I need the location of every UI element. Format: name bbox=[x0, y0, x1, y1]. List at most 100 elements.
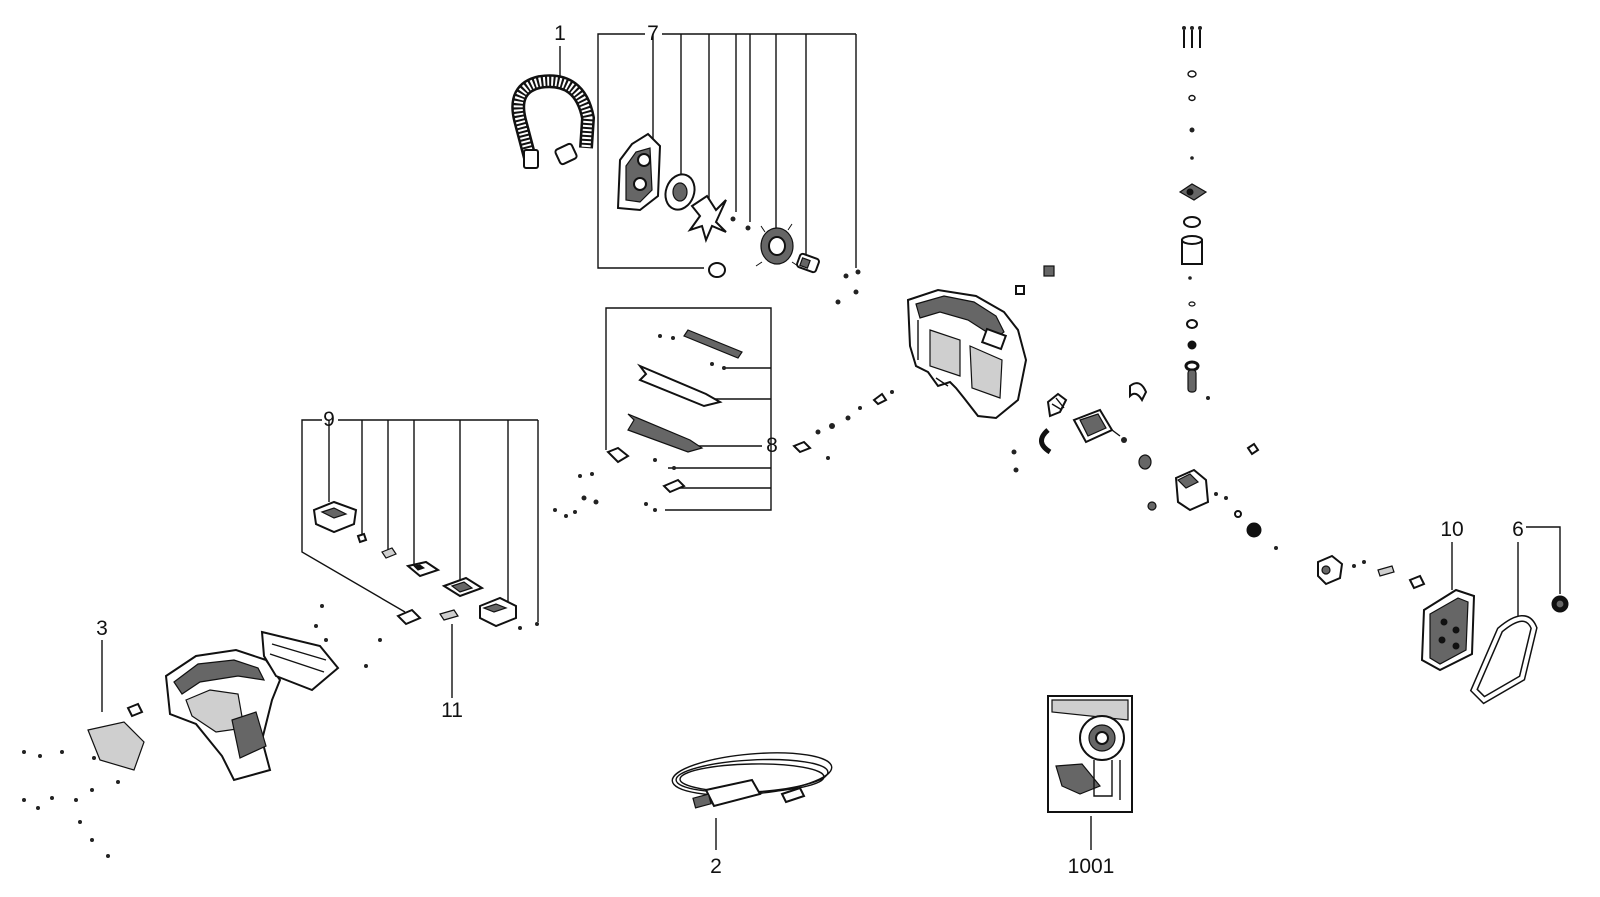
callout-8: 8 bbox=[766, 434, 778, 457]
screw-7e bbox=[853, 289, 859, 295]
cable-hook bbox=[1039, 428, 1052, 455]
screws-top bbox=[1182, 26, 1202, 48]
screw-8h bbox=[653, 508, 657, 512]
guide-rail bbox=[636, 363, 723, 408]
screw-7c bbox=[843, 273, 849, 279]
cylinder-cover-right bbox=[1317, 554, 1344, 586]
o-ring-7 bbox=[708, 262, 726, 278]
main-housing bbox=[906, 288, 1028, 420]
screws-left-cluster bbox=[22, 750, 120, 858]
seal-strip-top bbox=[683, 329, 743, 359]
screw-r1 bbox=[1214, 492, 1218, 496]
callout-11: 11 bbox=[441, 699, 463, 722]
small-parts-center bbox=[792, 390, 894, 460]
screw-8f bbox=[672, 466, 676, 470]
callout-1: 1 bbox=[554, 22, 566, 45]
callout-2: 2 bbox=[710, 855, 722, 878]
callout-9: 9 bbox=[323, 408, 335, 431]
gear-wheel bbox=[1246, 522, 1262, 538]
screw-r5 bbox=[1362, 560, 1366, 564]
screws-middle-left bbox=[314, 604, 382, 668]
electric-motor bbox=[1072, 408, 1121, 444]
crank-washer bbox=[1147, 501, 1157, 511]
callout-1001: 1001 bbox=[1068, 855, 1115, 878]
clip-r-top bbox=[1246, 442, 1260, 456]
screw-8b bbox=[671, 336, 675, 340]
bearing bbox=[1138, 454, 1152, 470]
pin-stack bbox=[1206, 396, 1210, 400]
screw-8c bbox=[710, 362, 714, 366]
screw-7a bbox=[730, 216, 736, 222]
hose-part-1 bbox=[511, 74, 596, 169]
cylinder-sleeve bbox=[1181, 235, 1203, 265]
switch-spring bbox=[356, 532, 368, 544]
small-clip-8 bbox=[606, 446, 630, 464]
small-screws-cluster-left bbox=[553, 472, 599, 518]
switch-unit bbox=[312, 500, 358, 534]
screw-r3 bbox=[1274, 546, 1278, 550]
clip-r bbox=[1408, 574, 1426, 590]
screw-9b bbox=[518, 626, 522, 630]
screw-motor-b bbox=[1011, 449, 1017, 455]
ring-stack-1 bbox=[1187, 70, 1197, 78]
callout-10: 10 bbox=[1440, 518, 1463, 541]
washer-r bbox=[1234, 510, 1242, 518]
ring-stack-5 bbox=[1184, 360, 1200, 372]
callout-3: 3 bbox=[96, 617, 108, 640]
ring-stack-4 bbox=[1186, 319, 1198, 329]
strap-loop-part-6 bbox=[1469, 615, 1538, 705]
screw-8a bbox=[658, 334, 662, 338]
pump-fan-wheel bbox=[687, 194, 727, 243]
screw-motor-a bbox=[1121, 437, 1127, 443]
label-11 bbox=[439, 609, 459, 621]
latch-9 bbox=[396, 608, 422, 626]
screw-7b bbox=[745, 225, 751, 231]
motor-clip bbox=[1129, 382, 1148, 403]
label-sheet-1001 bbox=[1047, 695, 1133, 813]
pump-housing-cover bbox=[616, 132, 662, 212]
leader-9 bbox=[301, 419, 539, 622]
clip-left-housing bbox=[126, 702, 144, 718]
ball-stack-1 bbox=[1189, 127, 1195, 133]
circuit-board-small bbox=[405, 560, 441, 578]
side-cover-part-10 bbox=[1420, 588, 1476, 672]
ring-stack-3 bbox=[1188, 301, 1196, 307]
screw-r4 bbox=[1352, 564, 1356, 568]
crank-housing bbox=[1174, 468, 1210, 512]
screw-8e bbox=[653, 458, 657, 462]
cover-part-3 bbox=[87, 721, 145, 771]
car-adapter-cable bbox=[671, 752, 833, 809]
piston-cap bbox=[1187, 340, 1197, 350]
battery-housing-left bbox=[164, 648, 282, 782]
battery-contact bbox=[441, 576, 485, 598]
grille-plate bbox=[627, 413, 704, 453]
ball-stack-3 bbox=[1188, 276, 1192, 280]
plate-r bbox=[1377, 565, 1395, 577]
ring-stack-2 bbox=[1188, 94, 1196, 102]
screw-r2 bbox=[1224, 496, 1228, 500]
pump-flange bbox=[755, 223, 799, 267]
pump-motor-small bbox=[796, 252, 820, 274]
clip-center-b bbox=[1043, 265, 1055, 277]
control-electronics bbox=[479, 596, 517, 628]
battery-cover-panel bbox=[260, 630, 340, 692]
callout-7: 7 bbox=[647, 22, 659, 45]
switch-plate bbox=[381, 547, 397, 559]
leader-6 bbox=[1517, 526, 1561, 618]
screw-8g bbox=[644, 502, 648, 506]
valve-block bbox=[1178, 183, 1208, 201]
pump-diaphragm bbox=[664, 173, 696, 211]
brush-holder bbox=[1046, 392, 1068, 418]
screw-7f bbox=[835, 299, 841, 305]
knob-part-6 bbox=[1551, 595, 1569, 613]
ball-stack-2 bbox=[1190, 156, 1194, 160]
screw-8d bbox=[722, 366, 726, 370]
screw-7d bbox=[855, 269, 861, 275]
o-ring-stack bbox=[1183, 216, 1201, 228]
clip-center-a bbox=[1015, 285, 1025, 295]
connecting-rod bbox=[1187, 369, 1197, 393]
screw-motor-c bbox=[1013, 467, 1019, 473]
bracket-8 bbox=[662, 478, 686, 494]
leader-7 bbox=[597, 33, 857, 269]
